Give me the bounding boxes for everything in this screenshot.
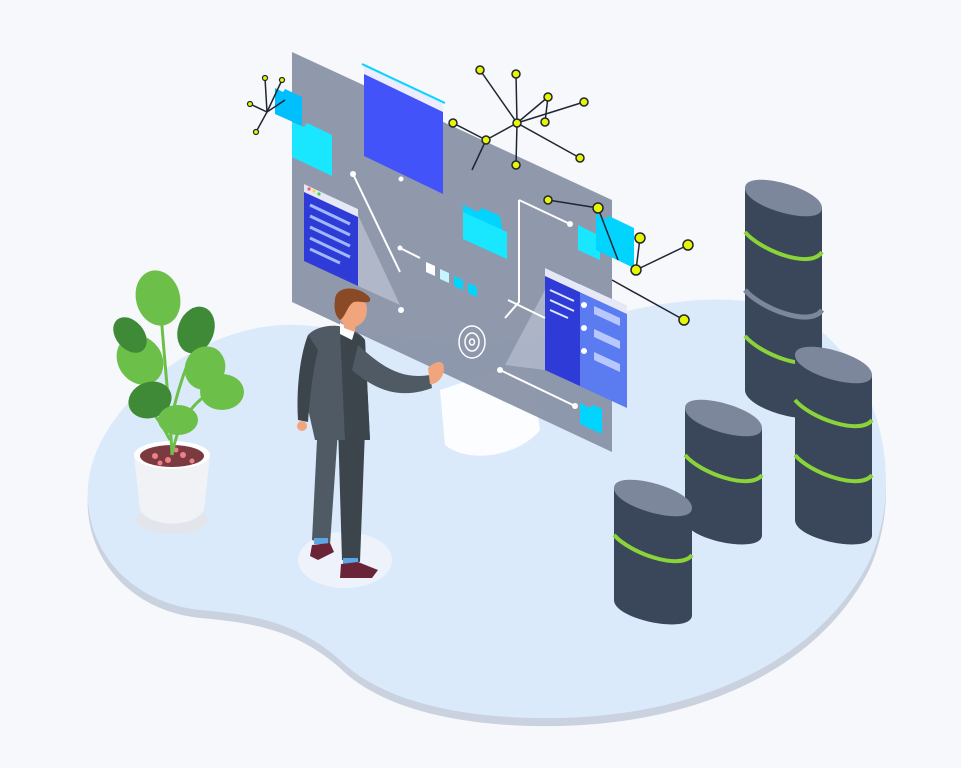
chat-window-right — [545, 268, 627, 408]
soil-dots — [152, 447, 195, 466]
folder-icon — [463, 205, 507, 259]
left-sock — [314, 538, 328, 544]
soil — [140, 445, 204, 467]
network-graph-right — [543, 195, 694, 326]
pot — [134, 455, 210, 524]
circuit-lines — [352, 173, 576, 407]
window-dot-red — [307, 187, 311, 191]
chat-dots — [581, 302, 587, 354]
businessman — [297, 288, 444, 588]
network-node-icon — [543, 195, 694, 326]
network-node-icon — [448, 65, 589, 170]
light-beam-right — [505, 290, 545, 370]
target-icon — [458, 325, 486, 359]
plant-leaves — [113, 270, 244, 435]
window-dot-yellow — [312, 189, 316, 193]
chat-lines — [549, 289, 575, 319]
circuit-nodes — [350, 171, 578, 409]
left-shoe — [310, 543, 334, 560]
right-leg — [338, 425, 365, 562]
left-hand — [297, 421, 307, 431]
right-arm — [352, 345, 432, 394]
folder-icon — [275, 88, 302, 126]
folder-icon — [292, 122, 332, 176]
list-lines — [309, 203, 351, 265]
hair — [334, 288, 371, 320]
browser-window-top — [361, 63, 446, 194]
holographic-panel — [292, 52, 627, 452]
right-sock — [343, 558, 358, 564]
chat-bubbles — [594, 306, 620, 372]
network-node-icon — [246, 74, 286, 136]
right-shoe — [340, 562, 378, 578]
collar — [340, 323, 355, 340]
server-rack — [683, 399, 764, 545]
folder-icon — [578, 225, 600, 260]
light-beam-left — [358, 215, 400, 305]
left-arm — [297, 335, 318, 422]
network-graph-left — [246, 74, 286, 136]
folder-icon — [580, 403, 602, 434]
server-rack — [612, 479, 694, 625]
potted-plant — [113, 270, 244, 534]
progress-squares — [426, 262, 477, 297]
right-hand — [428, 362, 444, 385]
network-graph-top — [448, 65, 589, 171]
window-dot-green — [317, 192, 321, 196]
list-window-left — [304, 184, 358, 286]
server-rack — [793, 346, 874, 545]
left-leg — [312, 420, 338, 545]
